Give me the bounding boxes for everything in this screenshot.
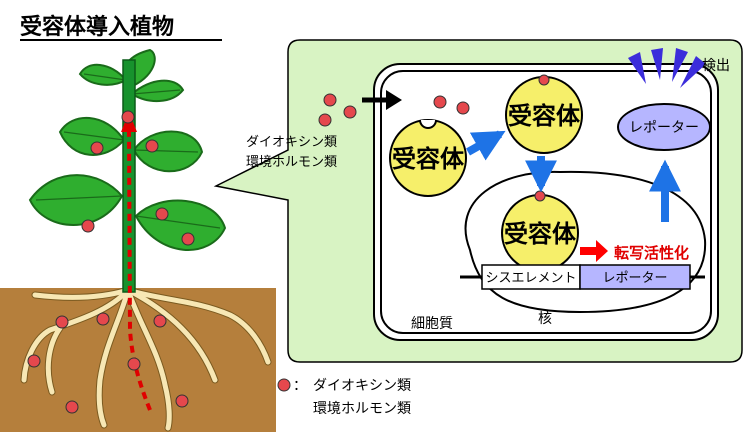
legend-line-1: ダイオキシン類 xyxy=(313,378,411,394)
reporter-gene-label: レポーター xyxy=(602,271,667,286)
page-title: 受容体導入植物 xyxy=(20,14,174,40)
soil-dots xyxy=(27,312,189,414)
cytoplasm-label: 細胞質 xyxy=(411,316,453,332)
nucleus xyxy=(464,170,707,314)
flow-arrow-1 xyxy=(466,130,506,161)
cis-element-label: シスエレメント xyxy=(485,271,576,286)
activation-arrow xyxy=(580,240,608,262)
leaf-low-right xyxy=(134,199,227,251)
receptor-bound-ligand xyxy=(538,74,550,86)
signal-rays xyxy=(628,48,706,88)
legend-line-2: 環境ホルモン類 xyxy=(313,401,411,417)
plant-dots xyxy=(81,110,195,246)
leaf-low-left xyxy=(28,174,124,226)
reporter-protein xyxy=(617,103,711,151)
leaf-mid-left xyxy=(58,117,126,156)
cis-element-box xyxy=(481,264,581,290)
binding-pocket xyxy=(419,119,437,129)
detection-label: 検出 xyxy=(702,58,730,74)
leaf-veins xyxy=(35,73,221,229)
input-label-dioxins: ダイオキシン類 xyxy=(246,135,337,150)
stem xyxy=(122,59,136,293)
leaves xyxy=(28,48,227,251)
input-molecules xyxy=(318,93,470,127)
legend-dot xyxy=(277,378,291,392)
roots-fill xyxy=(21,287,271,431)
receptor-nuclear-ligand xyxy=(534,190,546,202)
reporter-protein-label: レポーター xyxy=(629,120,699,136)
nucleus-label: 核 xyxy=(538,311,552,327)
entry-arrow-head xyxy=(386,90,402,110)
receptor-bound-label: 受容体 xyxy=(508,102,581,130)
receptor-nuclear-label: 受容体 xyxy=(504,220,577,248)
leaf-top-left xyxy=(78,64,128,86)
legend-colon: ： xyxy=(293,378,307,394)
receptor-empty-label: 受容体 xyxy=(392,145,465,173)
input-label-hormones: 環境ホルモン類 xyxy=(246,155,337,170)
activation-label: 転写活性化 xyxy=(614,244,689,262)
leaf-top-right xyxy=(130,79,185,102)
